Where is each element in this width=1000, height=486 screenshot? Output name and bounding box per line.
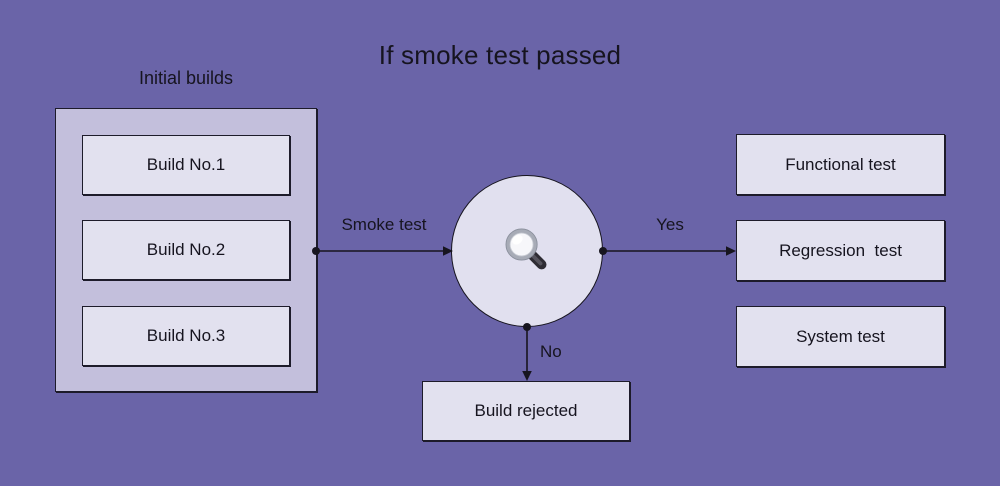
magnifier-icon: [505, 228, 547, 270]
build-rejected-node: Build rejected: [422, 381, 630, 441]
yes-edge-label: Yes: [656, 215, 684, 234]
diagram-title: If smoke test passed: [378, 40, 622, 70]
regression-test-node: Regression test: [736, 220, 945, 281]
build-1-node: Build No.1: [82, 135, 290, 195]
system-test-node: System test: [736, 306, 945, 367]
initial-builds-label: Initial builds: [138, 68, 234, 88]
no-edge-label: No: [540, 342, 562, 361]
functional-test-node: Functional test: [736, 134, 945, 195]
build-2-node: Build No.2: [82, 220, 290, 280]
smoke-test-edge-label: Smoke test: [341, 215, 427, 234]
smoke-test-decision-node: [451, 175, 603, 327]
build-3-node: Build No.3: [82, 306, 290, 366]
yes-edge-arrowhead: [726, 246, 736, 256]
no-edge-arrowhead: [522, 371, 532, 381]
